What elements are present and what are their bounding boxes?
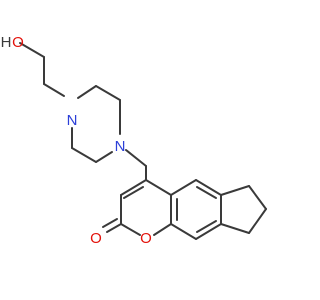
bond-n1-c (77, 85, 97, 99)
bond-n2-c (95, 151, 113, 163)
bond-o1-c8a (153, 223, 172, 236)
hydroxyethyl-chain (19, 42, 65, 97)
cyclopentane-ring (220, 185, 267, 234)
molecule-diagram: H O N N O O (0, 34, 267, 247)
bond-c4-c3 (120, 179, 147, 196)
piperazine-nitrogen-2-label: N (115, 138, 126, 155)
bond-carbonyl-double (102, 218, 118, 228)
carbonyl-oxygen-label: O (90, 230, 102, 247)
bond-n2-ch2 (125, 149, 147, 167)
bond-c2-n (43, 83, 65, 97)
bond-c5-c5a-double (196, 186, 217, 199)
bond-o-c1 (19, 42, 45, 58)
bond-c9-c9a (170, 223, 197, 240)
bond-c4-c4a (145, 179, 172, 196)
molecule-structure: H O N N O O (1, 34, 267, 247)
bond-c-c (95, 85, 121, 101)
bond-c5a-c6 (220, 185, 250, 196)
ring-oxygen-label: O (140, 230, 152, 247)
bond-carbonyl (106, 223, 122, 233)
bond-c4a-c5 (170, 179, 197, 196)
benzene-ring (170, 179, 222, 240)
bond-c7-c8 (248, 208, 267, 234)
pyranone-ring (102, 179, 172, 236)
hydrogen-label: H (1, 34, 12, 51)
bond-c2-o1 (120, 223, 141, 236)
bond-c5-c5a (195, 179, 222, 196)
bond-c-c2 (71, 147, 97, 163)
hydroxyl-oxygen-label: O (12, 34, 24, 51)
bond-c8a-c9-double (196, 220, 217, 233)
bond-c8a-c9 (195, 223, 222, 240)
bond-c6-c7 (248, 185, 267, 210)
bond-c4-c3-double (123, 186, 144, 199)
bond-c8-c8a (220, 223, 250, 234)
piperazine-ring (71, 85, 121, 163)
methylene-linker (125, 149, 147, 181)
piperazine-nitrogen-1-label: N (67, 112, 78, 129)
